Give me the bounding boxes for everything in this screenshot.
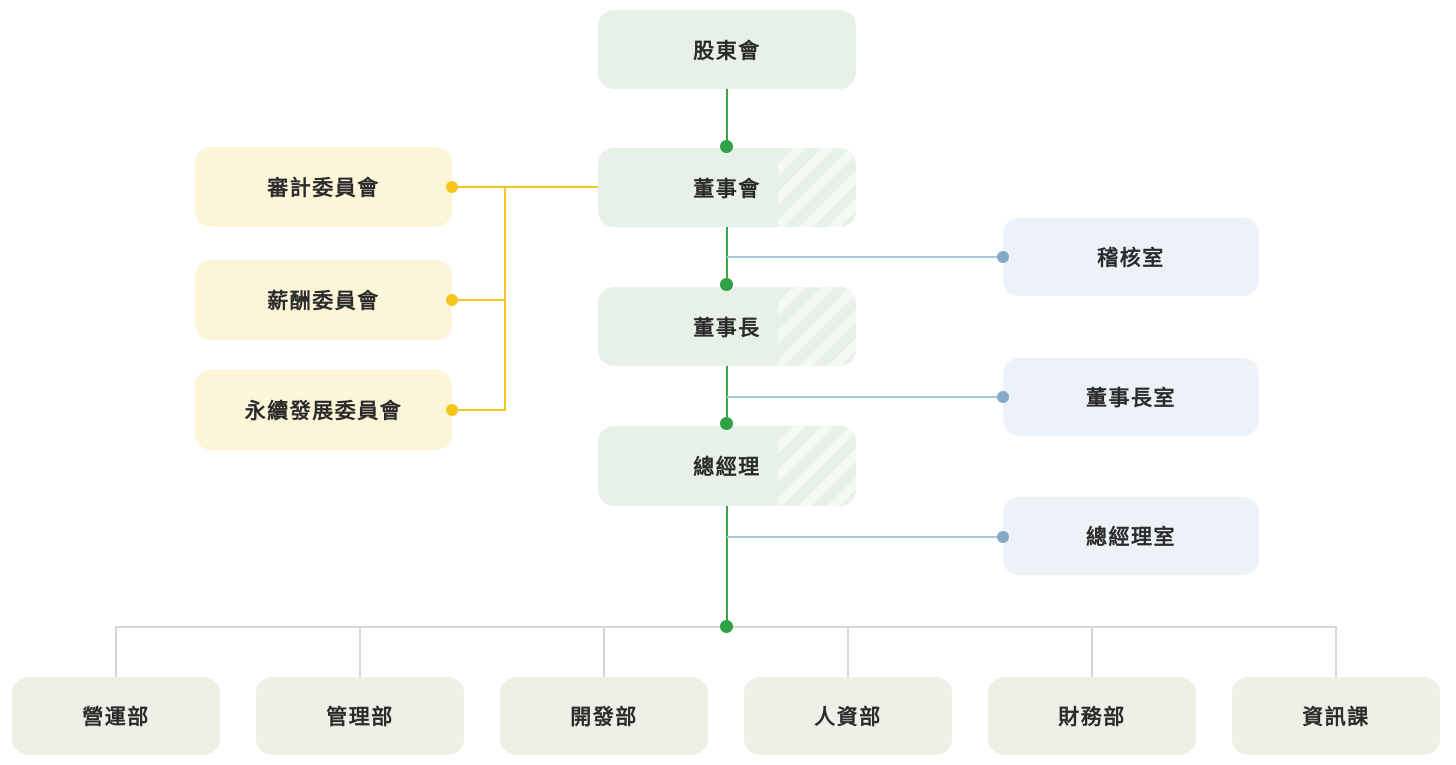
node-dept-it: 資訊課 <box>1232 677 1440 755</box>
connector-chairman-office <box>727 396 1003 398</box>
connector-chairman-gm <box>726 365 728 424</box>
node-chairman-office: 董事長室 <box>1003 358 1259 436</box>
blue-dot-audit-office <box>997 251 1009 263</box>
node-sustainability-committee: 永續發展委員會 <box>195 370 452 450</box>
node-label: 薪酬委員會 <box>267 290 380 313</box>
node-dept-finance: 財務部 <box>988 677 1196 755</box>
node-label: 審計委員會 <box>267 177 380 200</box>
node-label: 永續發展委員會 <box>244 400 403 423</box>
node-label: 資訊課 <box>1302 706 1370 729</box>
connector-board-audit-office <box>727 256 1003 258</box>
yellow-dot-sustainability-committee <box>446 404 458 416</box>
node-audit-committee: 審計委員會 <box>195 147 452 227</box>
node-label: 總經理 <box>693 456 761 479</box>
node-label: 總經理室 <box>1086 526 1176 549</box>
yellow-dot-compensation-committee <box>446 294 458 306</box>
node-audit-office: 稽核室 <box>1003 218 1259 296</box>
connector-sustainability-committee <box>452 409 506 411</box>
connector-gm-office <box>727 536 1003 538</box>
connector-committee-trunk <box>504 186 506 411</box>
node-dept-operations: 營運部 <box>12 677 220 755</box>
blue-dot-chairman-office <box>997 391 1009 403</box>
node-compensation-committee: 薪酬委員會 <box>195 260 452 340</box>
node-label: 開發部 <box>570 706 638 729</box>
connector-compensation-committee <box>452 299 506 301</box>
node-label: 人資部 <box>814 706 882 729</box>
node-label: 稽核室 <box>1097 247 1165 270</box>
connector-drop-finance <box>1091 626 1093 677</box>
connector-audit-committee-board <box>452 186 598 188</box>
node-shareholders-meeting: 股東會 <box>598 10 856 89</box>
connector-drop-administration <box>359 626 361 677</box>
green-dot-chairman-top <box>720 278 733 291</box>
node-label: 管理部 <box>326 706 394 729</box>
node-general-manager: 總經理 <box>598 426 856 506</box>
connector-gm-departments <box>726 505 728 627</box>
node-label: 董事長 <box>693 316 761 340</box>
node-label: 董事長室 <box>1086 387 1176 410</box>
green-dot-board-top <box>720 140 733 153</box>
connector-drop-hr <box>847 626 849 677</box>
blue-dot-gm-office <box>997 531 1009 543</box>
connector-shareholders-board <box>726 89 728 146</box>
node-board-of-directors: 董事會 <box>598 148 856 227</box>
yellow-dot-audit-committee <box>446 181 458 193</box>
node-dept-hr: 人資部 <box>744 677 952 755</box>
node-label: 營運部 <box>82 706 150 729</box>
connector-drop-development <box>603 626 605 677</box>
green-dot-gm-top <box>720 417 733 430</box>
green-dot-department-trunk <box>720 620 733 633</box>
node-dept-administration: 管理部 <box>256 677 464 755</box>
connector-drop-it <box>1335 626 1337 677</box>
node-label: 董事會 <box>693 177 761 201</box>
node-general-manager-office: 總經理室 <box>1003 497 1259 575</box>
connector-drop-operations <box>115 626 117 677</box>
node-label: 股東會 <box>693 39 761 63</box>
node-chairman: 董事長 <box>598 287 856 366</box>
node-dept-development: 開發部 <box>500 677 708 755</box>
node-label: 財務部 <box>1058 706 1126 729</box>
